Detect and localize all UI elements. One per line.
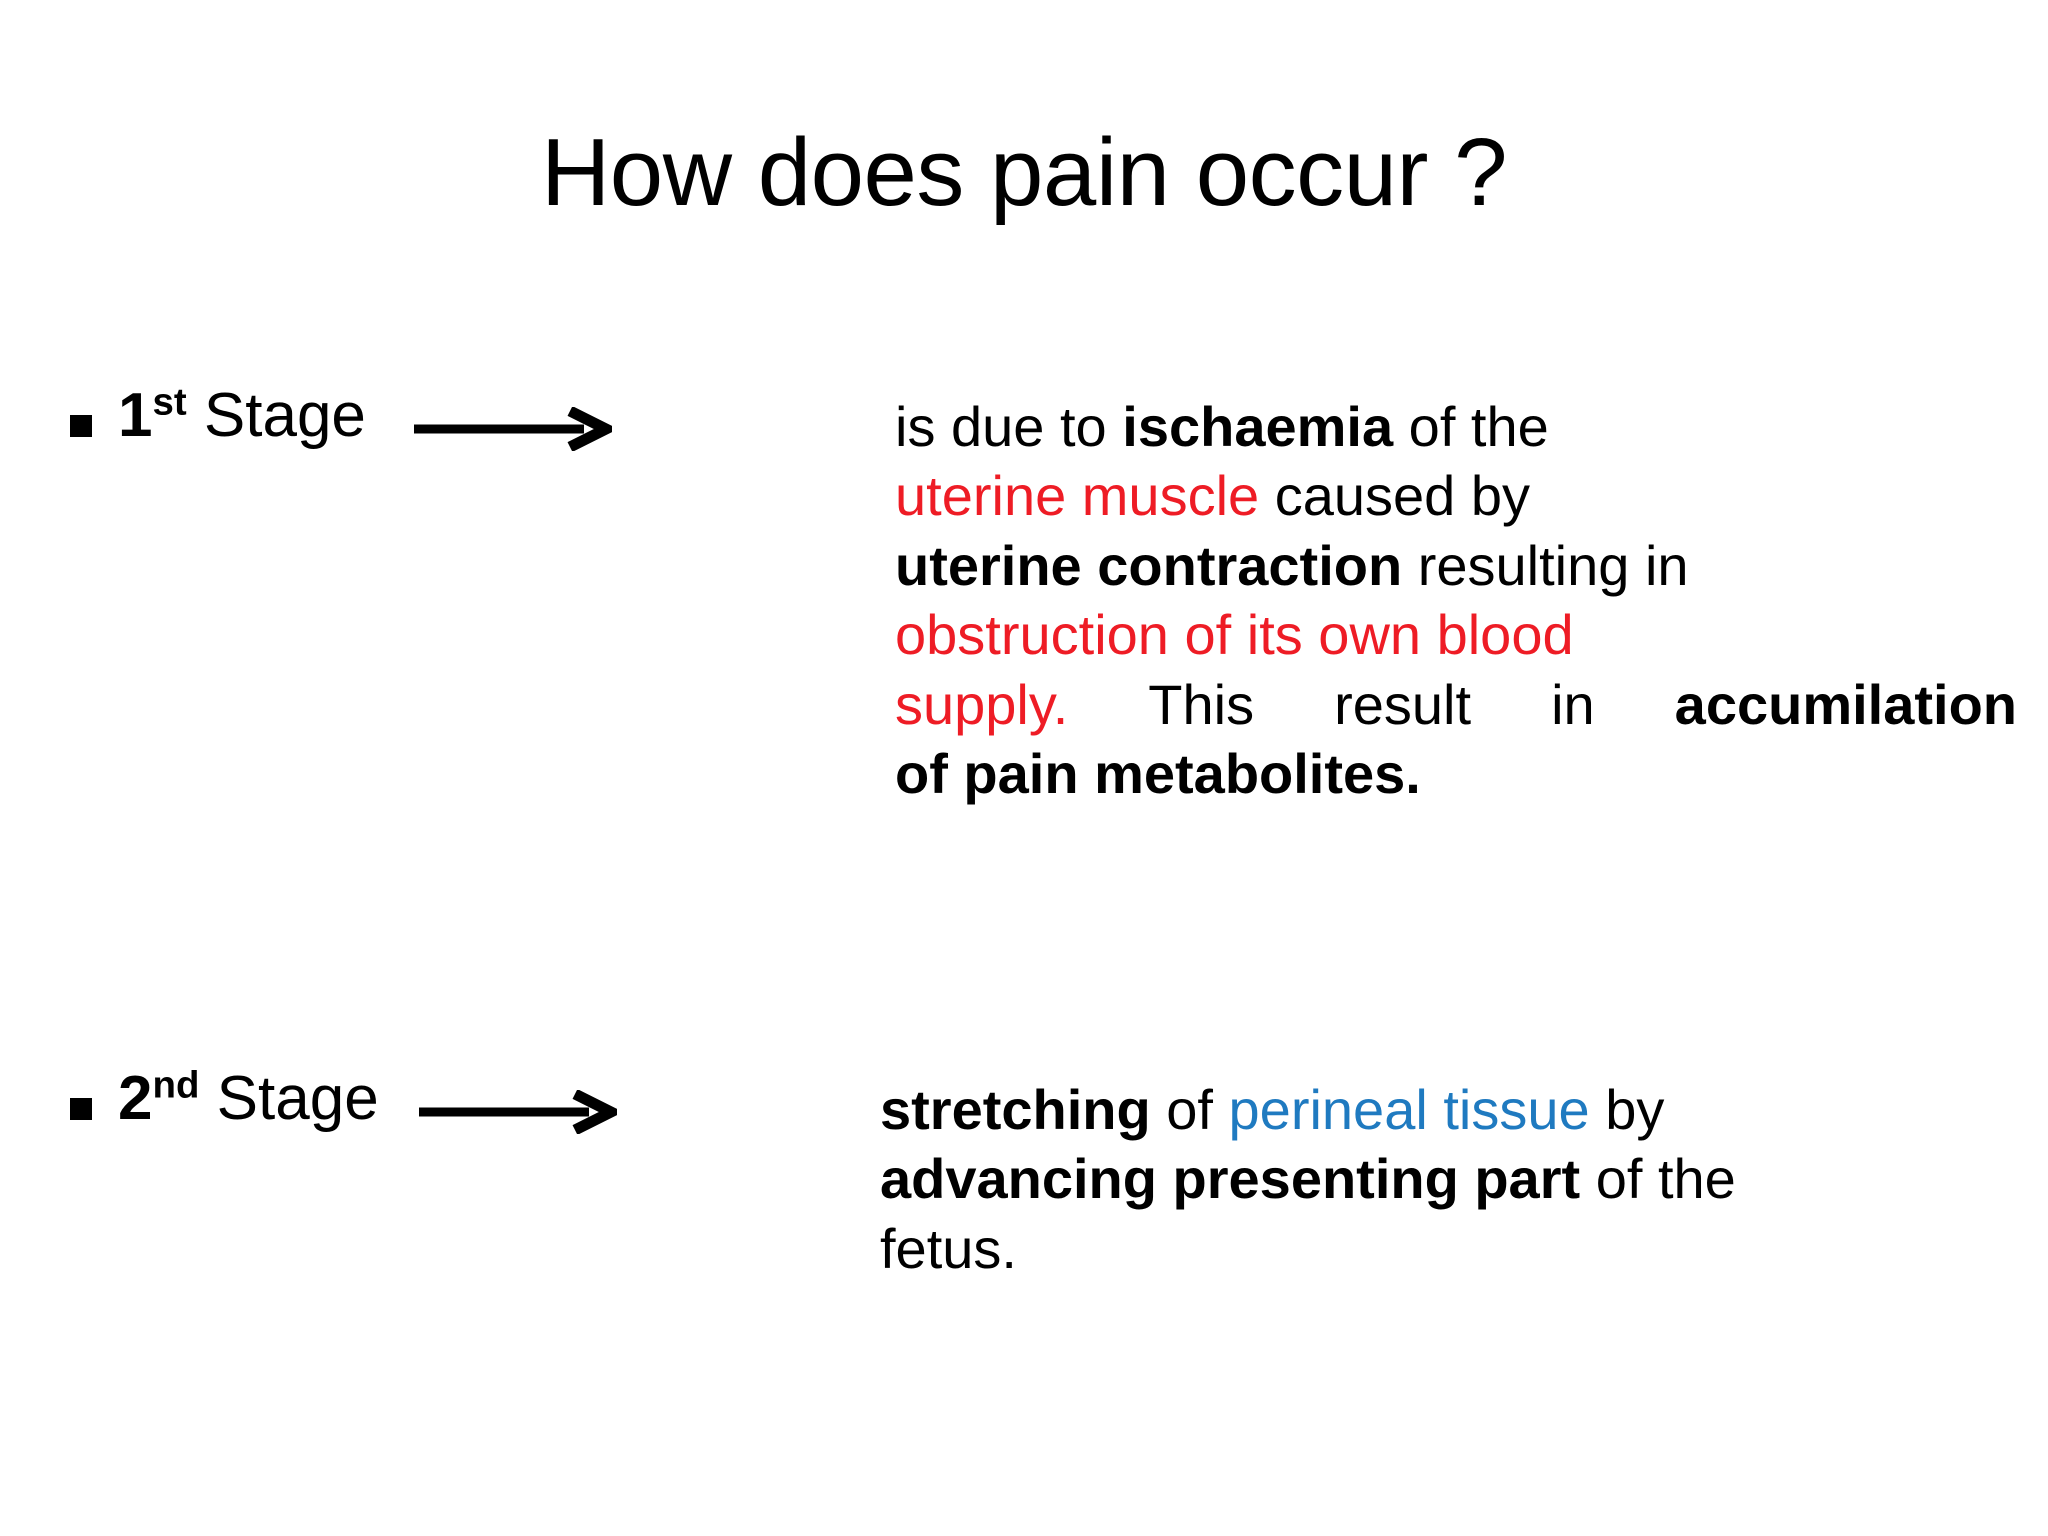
stage-number-1: 1 (118, 381, 153, 450)
text-run-bold: uterine contraction (895, 533, 1403, 597)
text-run-bold: ischaemia (1122, 395, 1394, 458)
body-line: is due to ischaemia of the (895, 392, 2017, 461)
body-line: stretching of perineal tissue by (880, 1075, 1890, 1144)
text-run: result (1334, 672, 1472, 736)
stage-ordinal-1: st (152, 380, 187, 424)
stage-label-1: 1st Stage (118, 383, 366, 447)
body-line-justified: supply. This result in accumilation (895, 670, 2017, 739)
text-run-bold: advancing presenting part (880, 1147, 1581, 1211)
text-run-red: obstruction of its own blood (895, 603, 1574, 667)
stage-word-1: Stage (203, 381, 366, 450)
text-run-bold: accumilation (1674, 672, 2017, 736)
body-line: fetus. (880, 1214, 1890, 1283)
body-text-stage-1: is due to ischaemia of the uterine muscl… (895, 392, 2017, 809)
text-run: caused by (1259, 464, 1531, 528)
text-run: This (1148, 672, 1255, 736)
stage-ordinal-2: nd (152, 1063, 200, 1107)
stage-number-2: 2 (118, 1064, 153, 1133)
stage-word-2: Stage (216, 1064, 379, 1133)
text-run: of the (1580, 1147, 1736, 1211)
body-line: obstruction of its own blood (895, 600, 2017, 669)
right-arrow-icon (412, 406, 619, 456)
body-line: of pain metabolites. (895, 739, 2017, 808)
text-run-red: supply. (895, 672, 1069, 736)
text-run: of (1150, 1078, 1229, 1141)
stage-label-2: 2nd Stage (118, 1066, 379, 1130)
text-run-bold: of pain metabolites. (895, 742, 1421, 806)
body-line: uterine muscle caused by (895, 461, 2017, 530)
text-run: fetus. (880, 1216, 1017, 1280)
text-run: of the (1393, 395, 1549, 458)
text-run: by (1589, 1078, 1665, 1141)
bullet-row-stage-2: 2nd Stage (70, 1066, 624, 1139)
body-line: advancing presenting part of the (880, 1144, 1890, 1213)
text-run-red: uterine muscle (895, 464, 1260, 528)
body-line: uterine contraction resulting in (895, 531, 2017, 600)
square-bullet-icon (70, 1098, 92, 1120)
square-bullet-icon (70, 415, 92, 437)
text-run: in (1551, 672, 1595, 736)
text-run-bold: stretching (880, 1078, 1151, 1141)
bullet-row-stage-1: 1st Stage (70, 383, 619, 456)
text-run-blue: perineal tissue (1228, 1078, 1590, 1141)
body-text-stage-2: stretching of perineal tissue by advanci… (880, 1075, 1890, 1283)
text-run: resulting in (1402, 533, 1689, 597)
page-title: How does pain occur ? (540, 119, 1508, 226)
right-arrow-icon (417, 1089, 624, 1139)
text-run: is due to (895, 395, 1123, 458)
